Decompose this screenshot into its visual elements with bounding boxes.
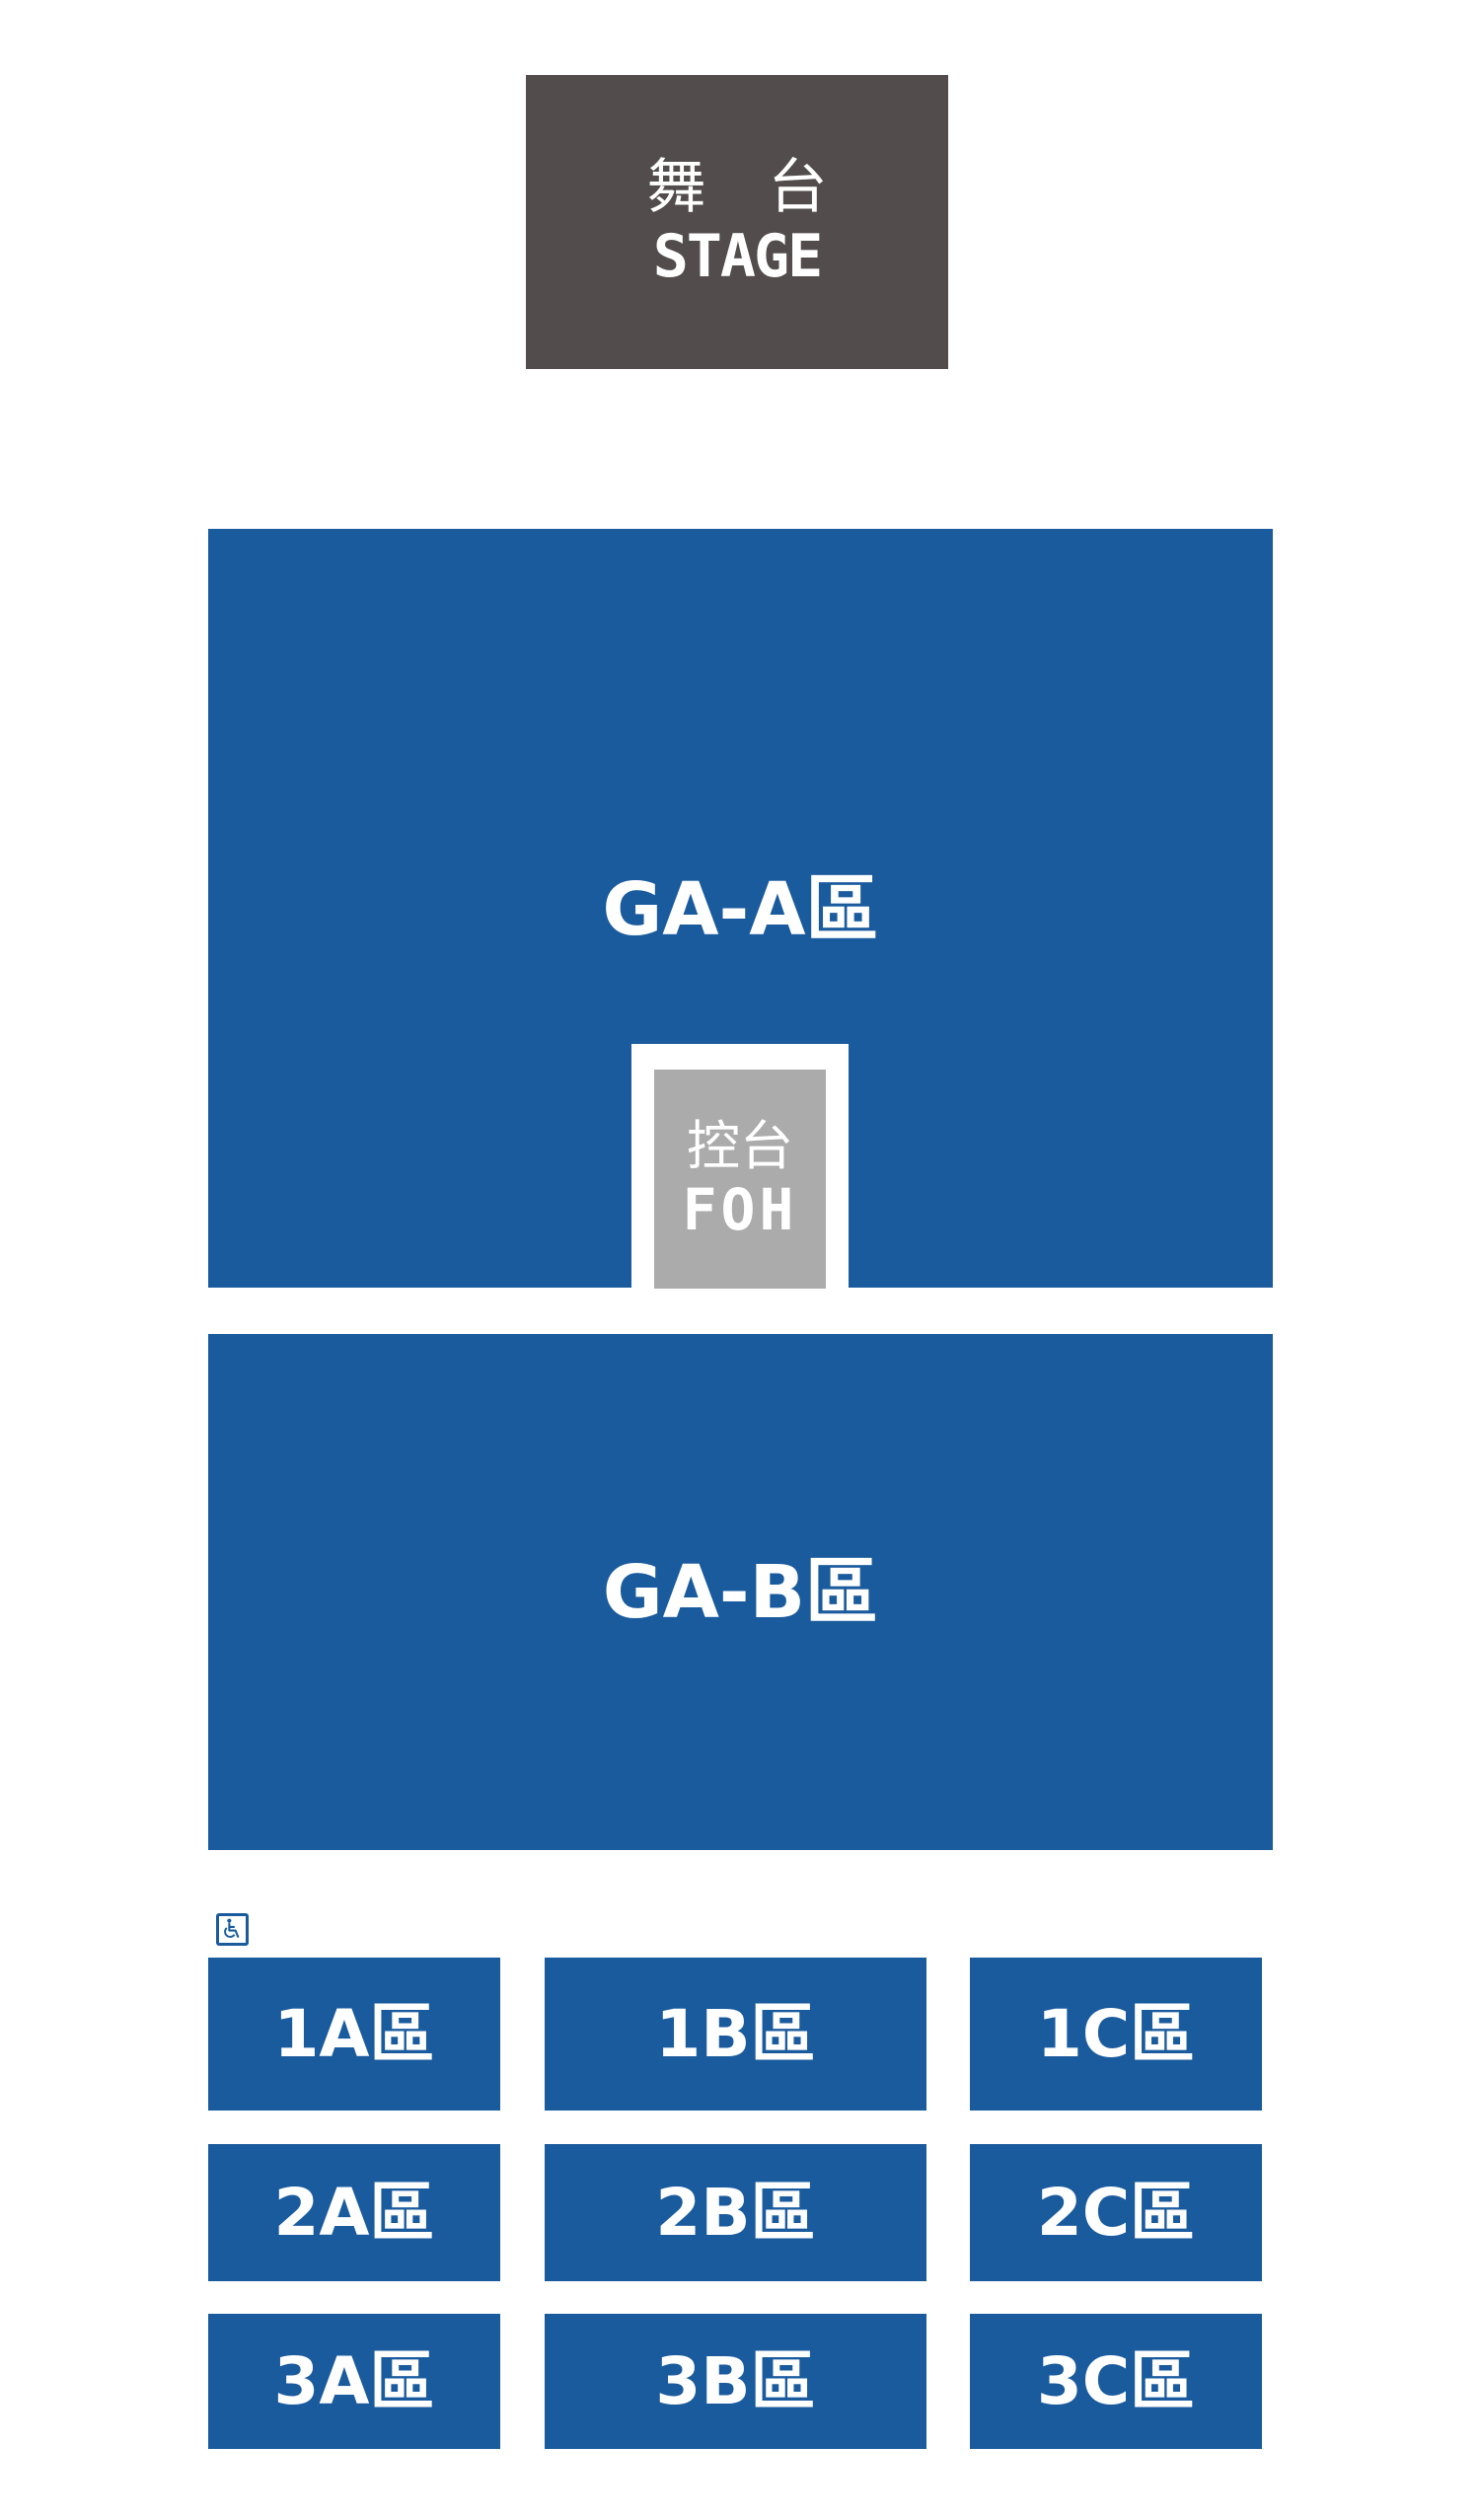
section-2b[interactable]: 2B區 (545, 2144, 926, 2281)
stage-label-en: STAGE (652, 222, 824, 291)
section-2c-label: 2C區 (1036, 2174, 1196, 2251)
section-ga-b[interactable]: GA-B區 (208, 1334, 1273, 1850)
section-1b[interactable]: 1B區 (545, 1958, 926, 2111)
section-ga-b-label: GA-B區 (602, 1549, 879, 1635)
stage-block: 舞 台 STAGE (526, 75, 948, 369)
section-ga-a-label: GA-A區 (602, 867, 879, 952)
section-3b[interactable]: 3B區 (545, 2314, 926, 2449)
foh-label-en: FOH (682, 1176, 798, 1243)
section-1a-label: 1A區 (273, 1995, 435, 2072)
section-2a[interactable]: 2A區 (208, 2144, 500, 2281)
section-2c[interactable]: 2C區 (970, 2144, 1262, 2281)
wheelchair-icon (216, 1913, 249, 1946)
section-3c[interactable]: 3C區 (970, 2314, 1262, 2449)
section-3b-label: 3B區 (655, 2342, 816, 2419)
section-3a-label: 3A區 (273, 2342, 435, 2419)
stage-label-zh: 舞 台 (646, 153, 850, 222)
section-2b-label: 2B區 (655, 2174, 816, 2251)
section-1a[interactable]: 1A區 (208, 1958, 500, 2111)
foh-label-zh: 控台 (687, 1115, 793, 1177)
section-3c-label: 3C區 (1036, 2342, 1196, 2419)
section-1b-label: 1B區 (655, 1995, 816, 2072)
foh-block: 控台 FOH (654, 1070, 826, 1289)
section-1c[interactable]: 1C區 (970, 1958, 1262, 2111)
section-2a-label: 2A區 (273, 2174, 435, 2251)
section-3a[interactable]: 3A區 (208, 2314, 500, 2449)
section-1c-label: 1C區 (1036, 1995, 1196, 2072)
